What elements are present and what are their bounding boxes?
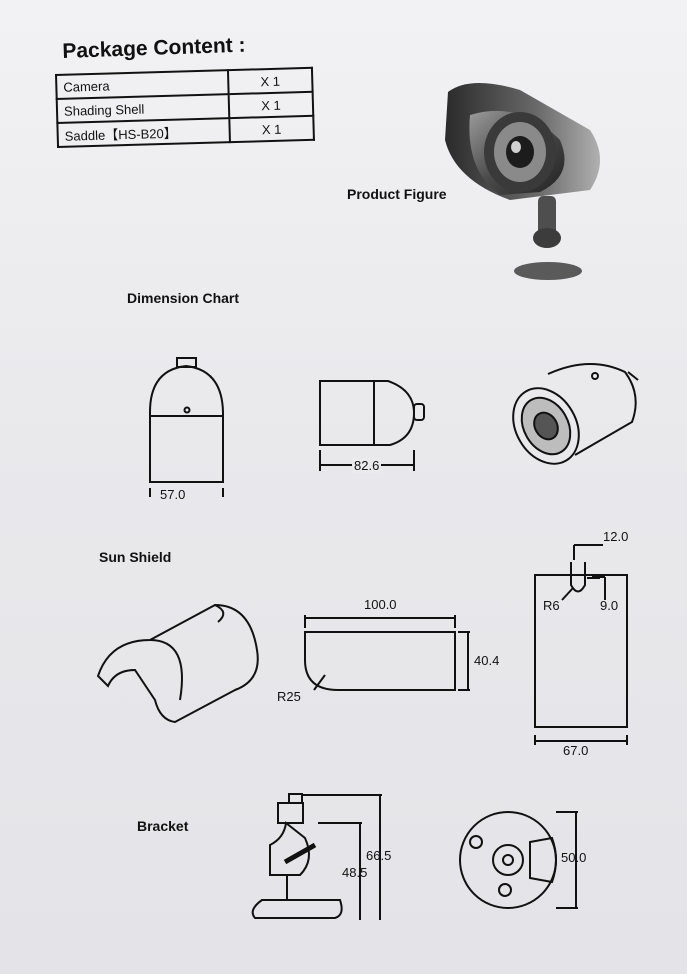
sun-shield-perspective — [96, 603, 259, 724]
shield-radius-value: R25 — [277, 689, 301, 704]
bracket-side-view — [251, 793, 382, 920]
sun-shield-top-view — [534, 544, 628, 745]
shield-height-value: 40.4 — [474, 653, 500, 668]
shield-length-value: 100.0 — [364, 597, 397, 612]
sun-shield-side-view — [304, 615, 470, 691]
camera-side-view — [319, 380, 425, 471]
bracket-label: Bracket — [137, 818, 189, 834]
bracket-total-height-value: 66.5 — [366, 848, 392, 863]
bracket-inner-height-value: 48.5 — [342, 865, 368, 880]
product-figure-label: Product Figure — [347, 186, 447, 202]
shield-width-value: 67.0 — [563, 743, 589, 758]
camera-front-view — [149, 357, 224, 497]
shield-top-width-value: 12.0 — [603, 529, 629, 544]
shield-notch-value: 9.0 — [600, 598, 619, 613]
sun-shield-label: Sun Shield — [99, 549, 172, 565]
bracket-top-view — [459, 811, 578, 909]
dimension-chart-label: Dimension Chart — [127, 290, 240, 306]
bracket-base-width-value: 50.0 — [561, 850, 587, 865]
camera-length-value: 82.6 — [352, 458, 382, 473]
camera-3d-view — [512, 363, 639, 465]
shield-small-radius-value: R6 — [543, 598, 560, 613]
camera-width-value: 57.0 — [160, 487, 186, 502]
camera-photo — [445, 82, 600, 280]
